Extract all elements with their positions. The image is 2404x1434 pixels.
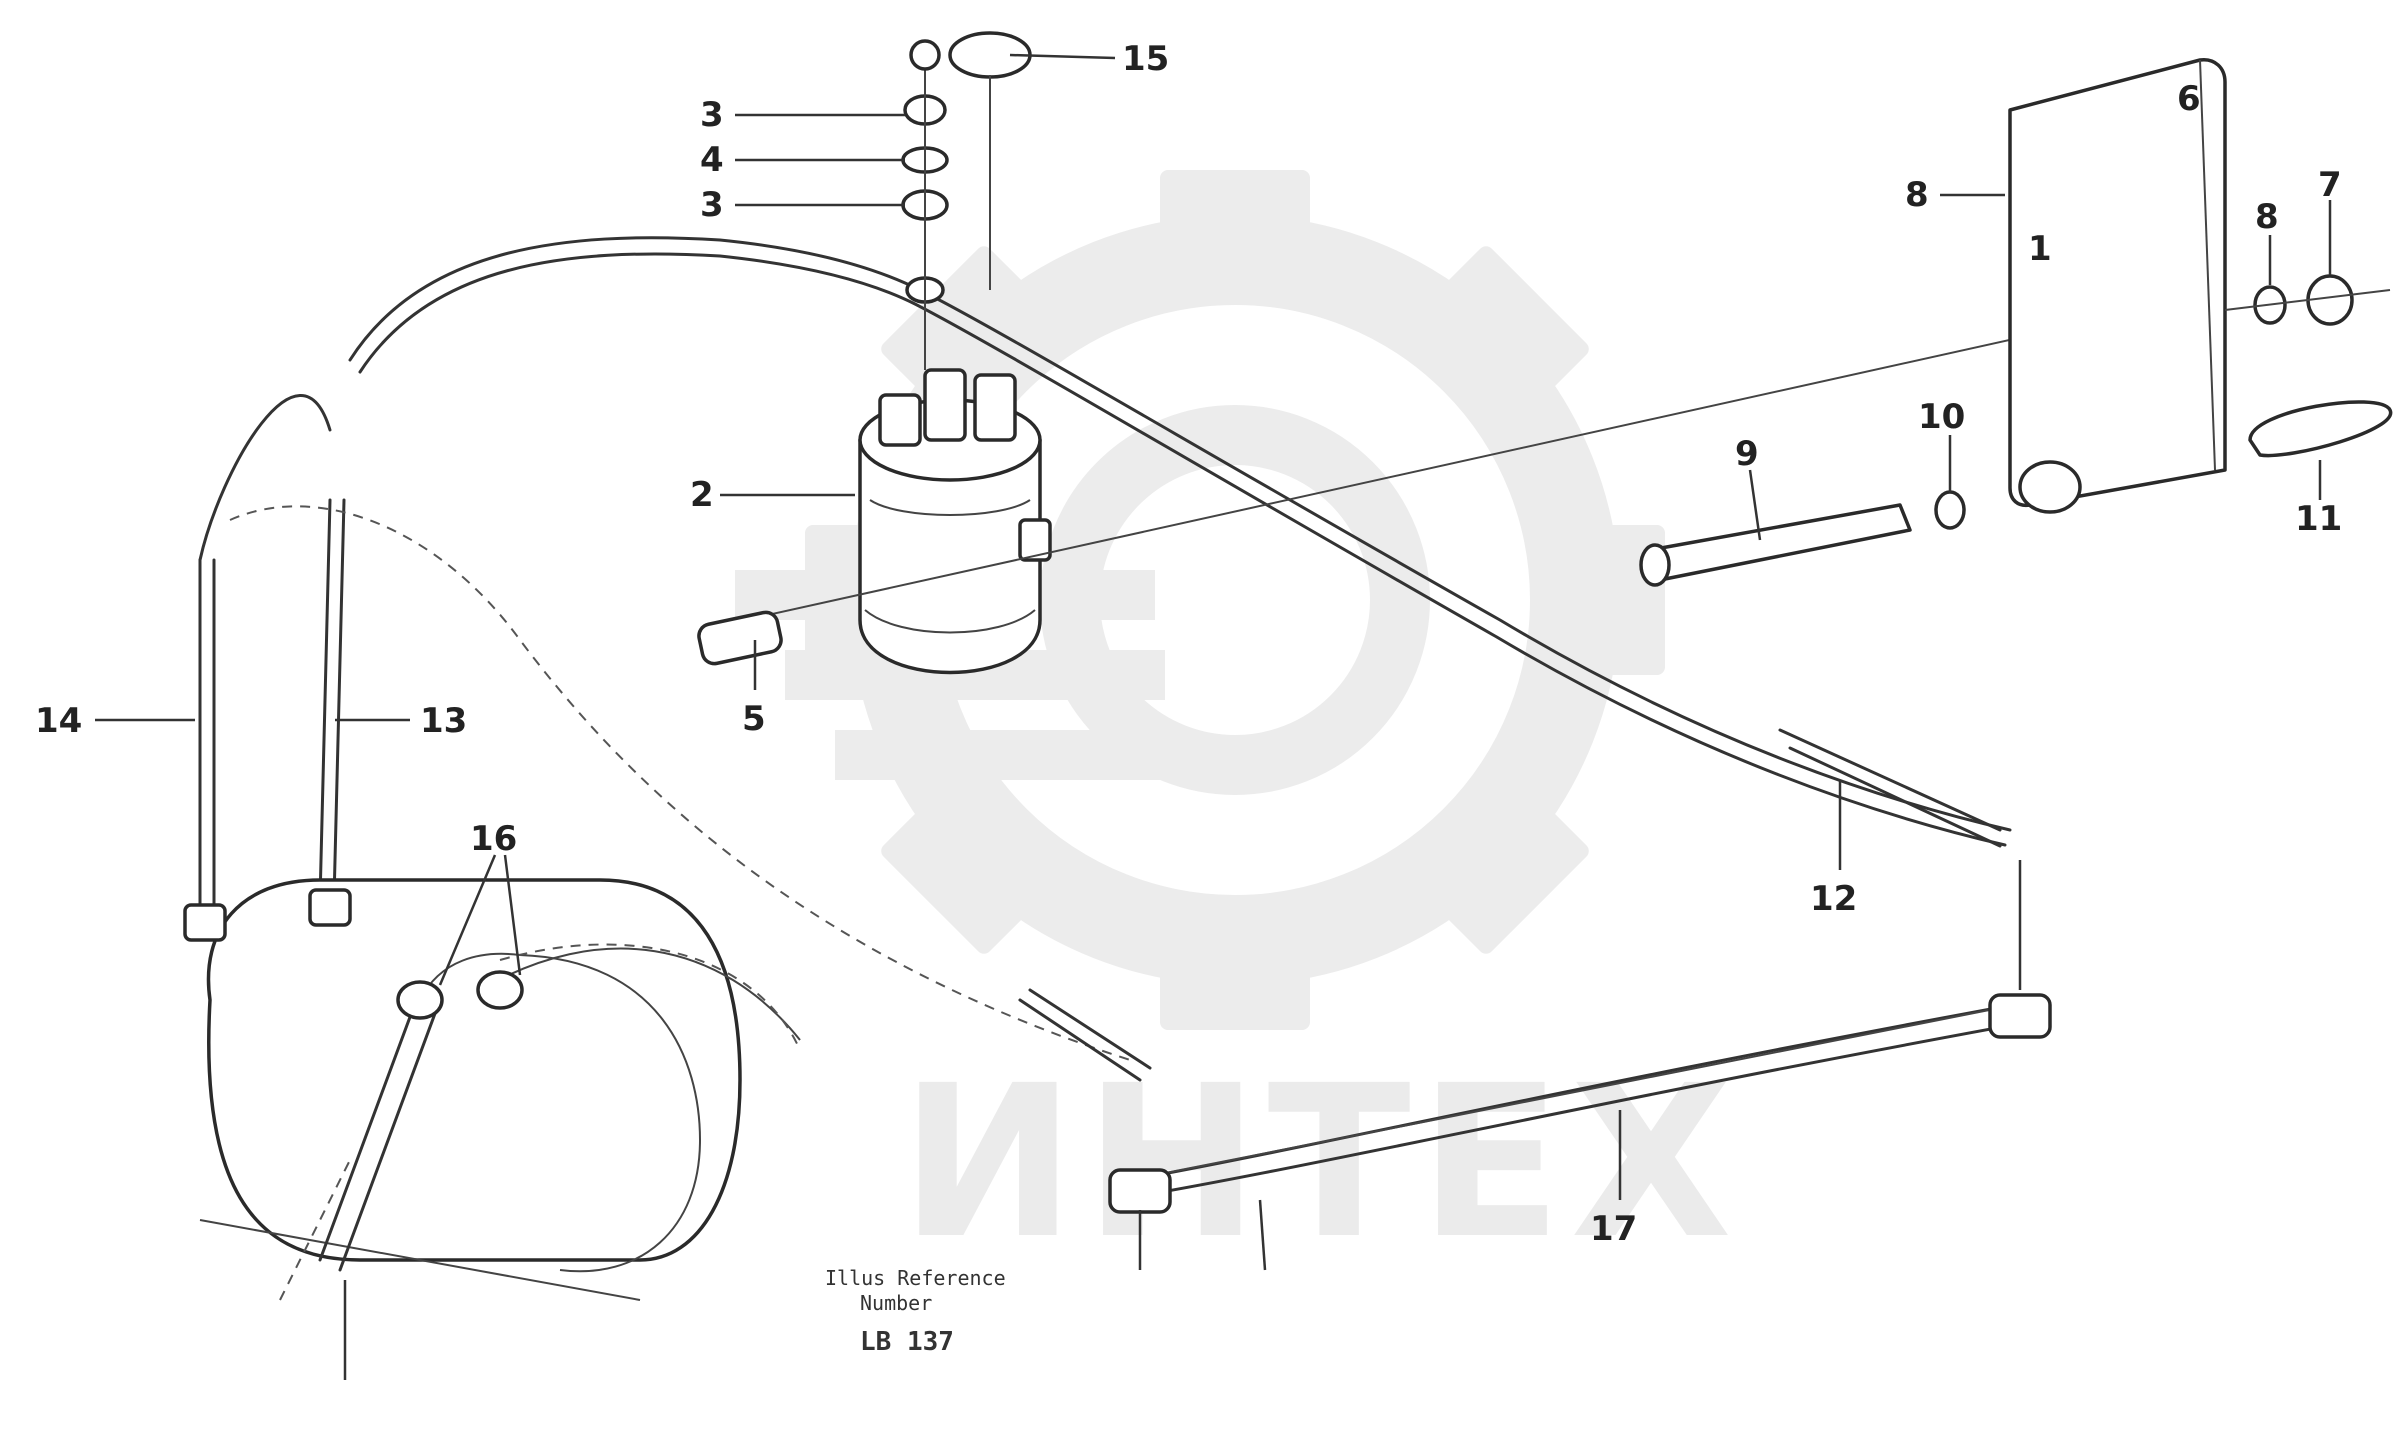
callout-2: 2 <box>690 475 714 515</box>
reference-line-2: Number <box>860 1291 932 1315</box>
callout-17: 17 <box>1590 1209 1637 1249</box>
callout-4: 4 <box>700 140 724 180</box>
callout-labels: 15 3 4 3 2 5 8 1 6 8 7 9 10 11 12 13 14 … <box>35 39 2342 1249</box>
callout-3-upper: 3 <box>700 95 724 135</box>
watermark: ИНТЕХ <box>735 170 1732 1285</box>
callout-9: 9 <box>1735 434 1759 474</box>
illustration-reference: Illus Reference Number LB 137 <box>825 1266 1006 1357</box>
leaders <box>95 53 2332 1380</box>
mounting-plate <box>1639 58 2393 587</box>
engine-housing <box>183 878 801 1301</box>
corrugated-hose <box>1108 993 2052 1214</box>
callout-10: 10 <box>1918 397 1965 437</box>
callout-6: 6 <box>2177 79 2201 119</box>
distributor-part <box>697 299 2191 675</box>
callout-3-lower: 3 <box>700 185 724 225</box>
callout-15: 15 <box>1122 39 1169 79</box>
callout-11: 11 <box>2295 499 2342 539</box>
reference-code: LB 137 <box>860 1327 954 1357</box>
callout-14: 14 <box>35 701 82 741</box>
callout-5: 5 <box>742 699 766 739</box>
washer-stack <box>901 31 1032 370</box>
callout-7: 7 <box>2318 165 2342 205</box>
callout-16: 16 <box>470 819 517 859</box>
callout-13: 13 <box>420 701 467 741</box>
callout-1: 1 <box>2028 229 2052 269</box>
callout-12: 12 <box>1810 879 1857 919</box>
callout-8-plate: 8 <box>1905 175 1929 215</box>
hoses <box>198 236 2012 1082</box>
callout-8-bolt: 8 <box>2255 197 2279 237</box>
reference-line-1: Illus Reference <box>825 1266 1006 1290</box>
